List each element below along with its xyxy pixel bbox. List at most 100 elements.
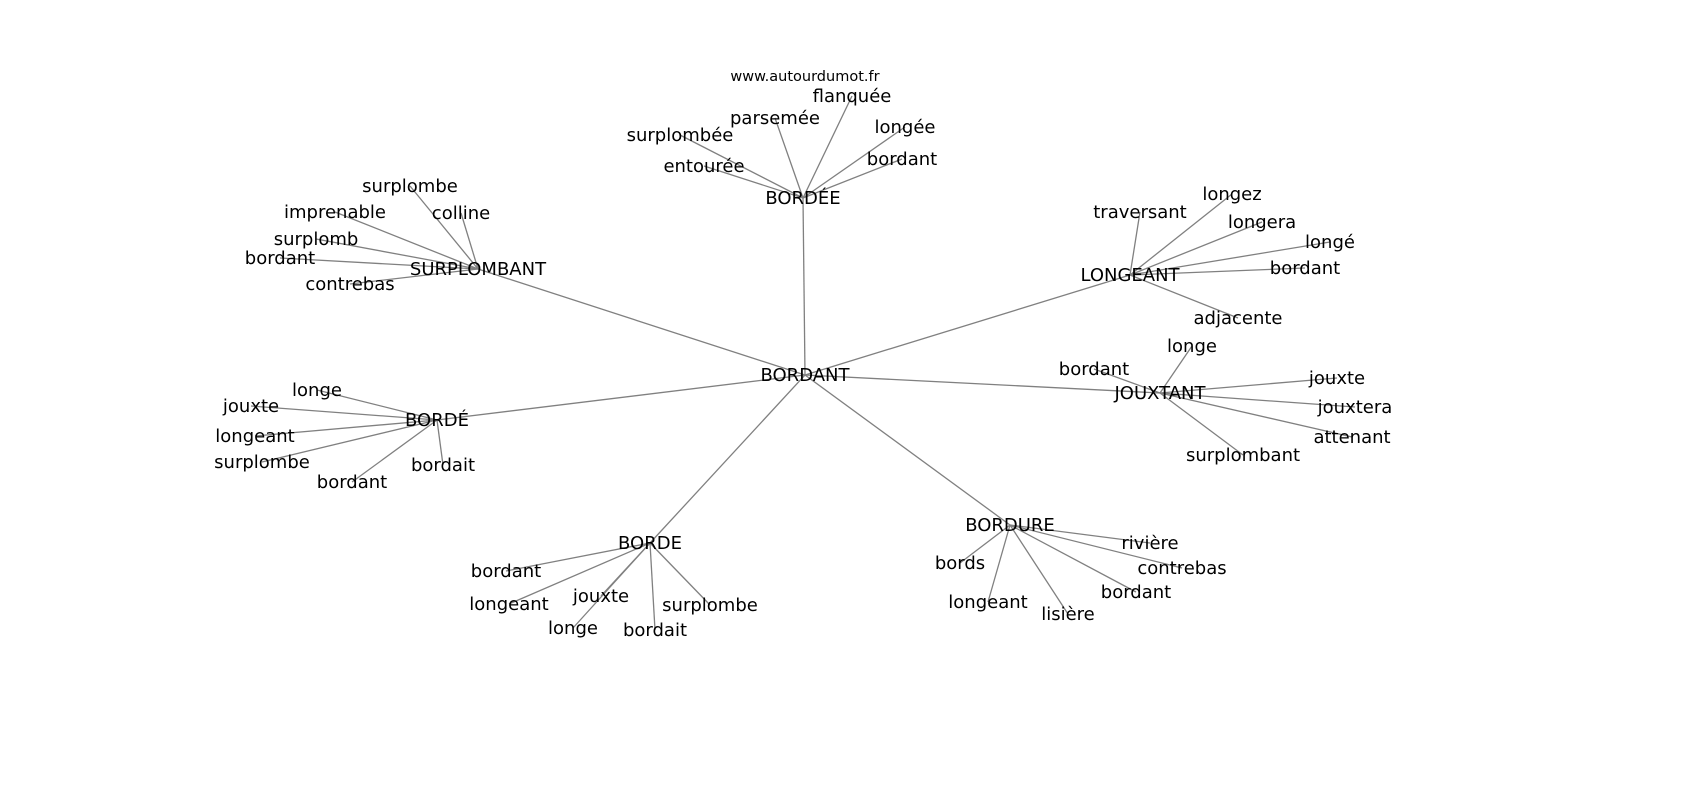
leaf-node[interactable]: contrebas [1137,558,1226,579]
leaf-node[interactable]: surplombant [1186,445,1300,466]
leaf-node[interactable]: longeant [948,592,1027,613]
leaf-node[interactable]: bordait [411,455,475,476]
leaf-node[interactable]: lisière [1041,604,1095,625]
hub-node[interactable]: SURPLOMBANT [410,259,547,280]
edge [505,542,651,572]
labels: www.autourdumot.fr BORDANT BORDÉE surplomb… [214,69,1392,641]
edge [254,419,438,437]
edge [1159,392,1244,456]
edge [804,274,1131,376]
edge [649,542,711,606]
leaf-node[interactable]: bordant [1270,258,1340,279]
leaf-node[interactable]: surplombée [627,125,734,146]
leaf-node[interactable]: parsemée [730,108,820,129]
leaf-node[interactable]: longe [548,618,598,639]
leaf-node[interactable]: attenant [1313,427,1390,448]
leaf-node[interactable]: flanquée [813,86,892,107]
edge [802,158,903,199]
edges [250,95,1356,631]
edge [351,419,438,483]
edge [804,374,1011,526]
leaf-node[interactable]: longe [1167,336,1217,357]
edge [1159,377,1338,394]
edge [802,95,853,199]
leaf-node[interactable]: bordait [623,620,687,641]
edge [679,134,804,199]
edge [1129,267,1306,276]
edge [1009,524,1137,593]
leaf-node[interactable]: imprenable [284,202,386,223]
edge [1159,392,1356,408]
edge [279,257,479,270]
edge [649,374,806,544]
edge [1129,221,1263,276]
leaf-node[interactable]: bordant [245,248,315,269]
edge [349,268,479,285]
leaf-node[interactable]: jouxtera [1317,397,1393,418]
edge [1009,524,1069,615]
edge [804,374,1161,394]
leaf-node[interactable]: longez [1202,184,1261,205]
edge [436,374,806,421]
edge [959,524,1011,564]
edge [703,165,804,199]
edge [1129,211,1141,276]
edge [802,197,806,376]
edge [1159,345,1193,394]
leaf-node[interactable]: longé [1305,232,1355,253]
hub-node[interactable]: LONGEANT [1080,265,1180,286]
leaf-node[interactable]: longe [292,380,342,401]
leaf-node[interactable]: surplomb [274,229,359,250]
leaf-node[interactable]: adjacente [1194,308,1283,329]
edge [649,542,656,631]
leaf-node[interactable]: longeant [215,426,294,447]
edge [1159,392,1353,438]
edge [315,238,479,270]
edge [774,117,804,199]
edge [1129,274,1239,319]
leaf-node[interactable]: contrebas [305,274,394,295]
leaf-node[interactable]: longée [875,117,936,138]
edge [1009,524,1183,569]
edge [508,542,651,605]
edge [572,542,651,629]
edge [1129,193,1233,276]
leaf-node[interactable]: surplombe [214,452,310,473]
leaf-node[interactable]: bordant [317,472,387,493]
leaf-node[interactable]: bordant [867,149,937,170]
site-watermark: www.autourdumot.fr [730,69,879,85]
leaf-node[interactable]: longera [1228,212,1296,233]
leaf-node[interactable]: traversant [1093,202,1187,223]
center-node[interactable]: BORDANT [760,365,850,386]
leaf-node[interactable]: surplombe [362,176,458,197]
leaf-node[interactable]: colline [432,203,490,224]
edge [477,268,806,376]
edge [1009,524,1151,544]
hub-node[interactable]: BORDE [618,533,682,554]
edge [436,419,444,466]
hub-node[interactable]: BORDÉ [405,409,469,431]
edge [1093,368,1161,394]
hub-node[interactable]: BORDÉE [765,187,840,209]
edge [409,185,479,270]
leaf-node[interactable]: entourée [663,156,744,177]
leaf-node[interactable]: bordant [1059,359,1129,380]
edge [802,126,906,199]
leaf-node[interactable]: jouxte [1308,368,1365,389]
leaf-node[interactable]: longeant [469,594,548,615]
hub-node[interactable]: JOUXTANT [1113,383,1206,404]
edge [261,419,438,463]
edge [250,405,438,421]
leaf-node[interactable]: jouxte [222,396,279,417]
edge [316,389,438,421]
leaf-node[interactable]: bords [935,553,985,574]
leaf-node[interactable]: bordant [1101,582,1171,603]
leaf-node[interactable]: rivière [1121,533,1178,554]
leaf-node[interactable]: jouxte [572,586,629,607]
hub-node[interactable]: BORDURE [965,515,1055,536]
edge [987,524,1011,603]
leaf-node[interactable]: bordant [471,561,541,582]
leaf-node[interactable]: surplombe [662,595,758,616]
edge [460,212,479,270]
